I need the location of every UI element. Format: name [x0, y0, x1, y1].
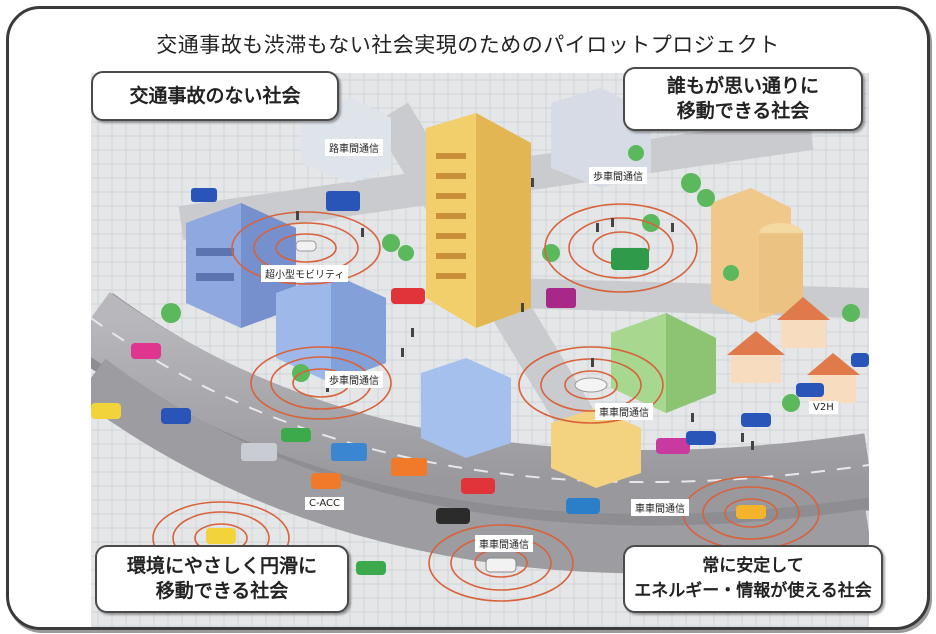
callout-line: 環境にやさしく円滑に — [126, 555, 317, 577]
vehicles — [91, 188, 869, 575]
building-lower-blue — [421, 358, 641, 488]
callout-line: 常に安定して — [702, 556, 804, 576]
callout-free-mobility: 誰もが思い通りに 移動できる社会 — [623, 67, 863, 131]
label-v2v-comm: 車車間通信 — [475, 535, 533, 552]
building-green — [611, 313, 716, 413]
houses — [727, 297, 860, 403]
building-yellow-tower — [426, 113, 531, 328]
callout-line: 誰もが思い通りに — [666, 75, 819, 97]
callout-stable-energy: 常に安定して エネルギー・情報が使える社会 — [623, 545, 883, 613]
trees — [161, 145, 860, 412]
label-ped-vehicle-comm: 歩車間通信 — [325, 371, 383, 388]
callout-no-accidents: 交通事故のない社会 — [91, 71, 339, 121]
label-micro-mobility: 超小型モビリティ — [261, 265, 349, 282]
city-scene — [91, 73, 869, 627]
callout-eco-mobility: 環境にやさしく円滑に 移動できる社会 — [95, 545, 349, 613]
callout-line: 移動できる社会 — [676, 100, 810, 122]
label-road-vehicle-comm: 路車間通信 — [325, 139, 383, 156]
callout-line: 移動できる社会 — [155, 580, 289, 602]
label-cacc: C-ACC — [305, 497, 345, 510]
illustration-frame: 交通事故も渋滞もない社会実現のためのパイロットプロジェクト — [6, 6, 930, 630]
label-v2v-comm: 車車間通信 — [631, 499, 689, 516]
label-v2h: V2H — [809, 401, 838, 414]
callout-line: エネルギー・情報が使える社会 — [634, 581, 872, 601]
lane-marking — [91, 317, 869, 484]
building-blue-small — [276, 273, 386, 383]
page-title: 交通事故も渋滞もない社会実現のためのパイロットプロジェクト — [156, 33, 780, 57]
label-v2v-comm: 車車間通信 — [595, 403, 653, 420]
label-ped-vehicle-comm: 歩車間通信 — [589, 167, 647, 184]
building-tan-round — [711, 188, 803, 323]
callout-line: 交通事故のない社会 — [129, 84, 301, 107]
